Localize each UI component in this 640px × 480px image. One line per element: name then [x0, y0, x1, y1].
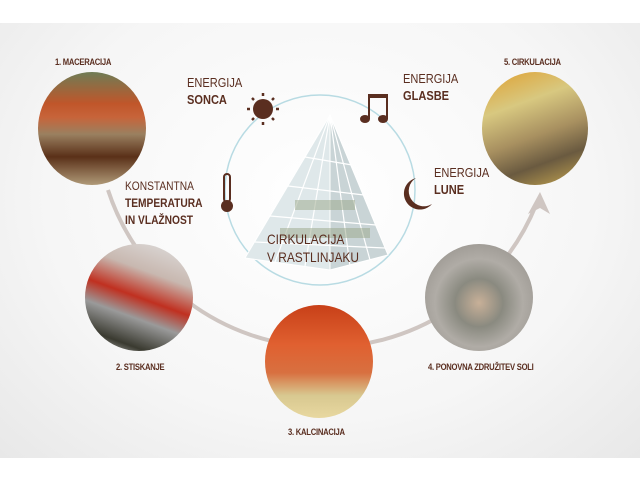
center-label: CIRKULACIJA V RASTLINJAKU — [267, 230, 359, 266]
photo-calcination — [265, 305, 373, 418]
thermometer-icon — [221, 173, 233, 212]
music-note-icon — [360, 94, 388, 123]
center-line1: CIRKULACIJA — [267, 231, 345, 247]
sun-energy-label: ENERGIJA SONCA — [187, 74, 242, 108]
photo-circulation — [482, 72, 588, 185]
temperature-label: KONSTANTNA TEMPERATURA IN VLAŽNOST — [125, 178, 202, 229]
step-label-2: 2. STISKANJE — [116, 362, 165, 372]
step-label-1: 1. MACERACIJA — [55, 57, 112, 67]
temperature-line1: KONSTANTNA — [125, 179, 194, 193]
moon-energy-line1: ENERGIJA — [434, 165, 490, 180]
step-label-3: 3. KALCINACIJA — [288, 427, 345, 437]
moon-energy-label: ENERGIJA LUNE — [434, 164, 489, 198]
sun-icon — [247, 93, 279, 125]
sun-energy-line2: SONCA — [187, 92, 227, 107]
center-line2: V RASTLINJAKU — [267, 249, 359, 265]
photo-maceration — [38, 72, 146, 185]
photo-pressing — [85, 244, 193, 351]
photo-salt-reunion — [425, 244, 533, 351]
step-label-5: 5. CIRKULACIJA — [504, 57, 561, 67]
step-label-4: 4. PONOVNA ZDRUŽITEV SOLI — [428, 362, 534, 372]
pyramid-greenhouse — [244, 113, 389, 271]
music-energy-line1: ENERGIJA — [403, 71, 459, 86]
temperature-line3: IN VLAŽNOST — [125, 213, 193, 227]
music-energy-line2: GLASBE — [403, 88, 450, 103]
temperature-line2: TEMPERATURA — [125, 196, 203, 210]
arrow-head-icon — [528, 192, 550, 214]
music-energy-label: ENERGIJA GLASBE — [403, 70, 458, 104]
sun-energy-line1: ENERGIJA — [187, 75, 243, 90]
moon-energy-line2: LUNE — [434, 182, 465, 197]
moon-icon — [403, 178, 432, 210]
